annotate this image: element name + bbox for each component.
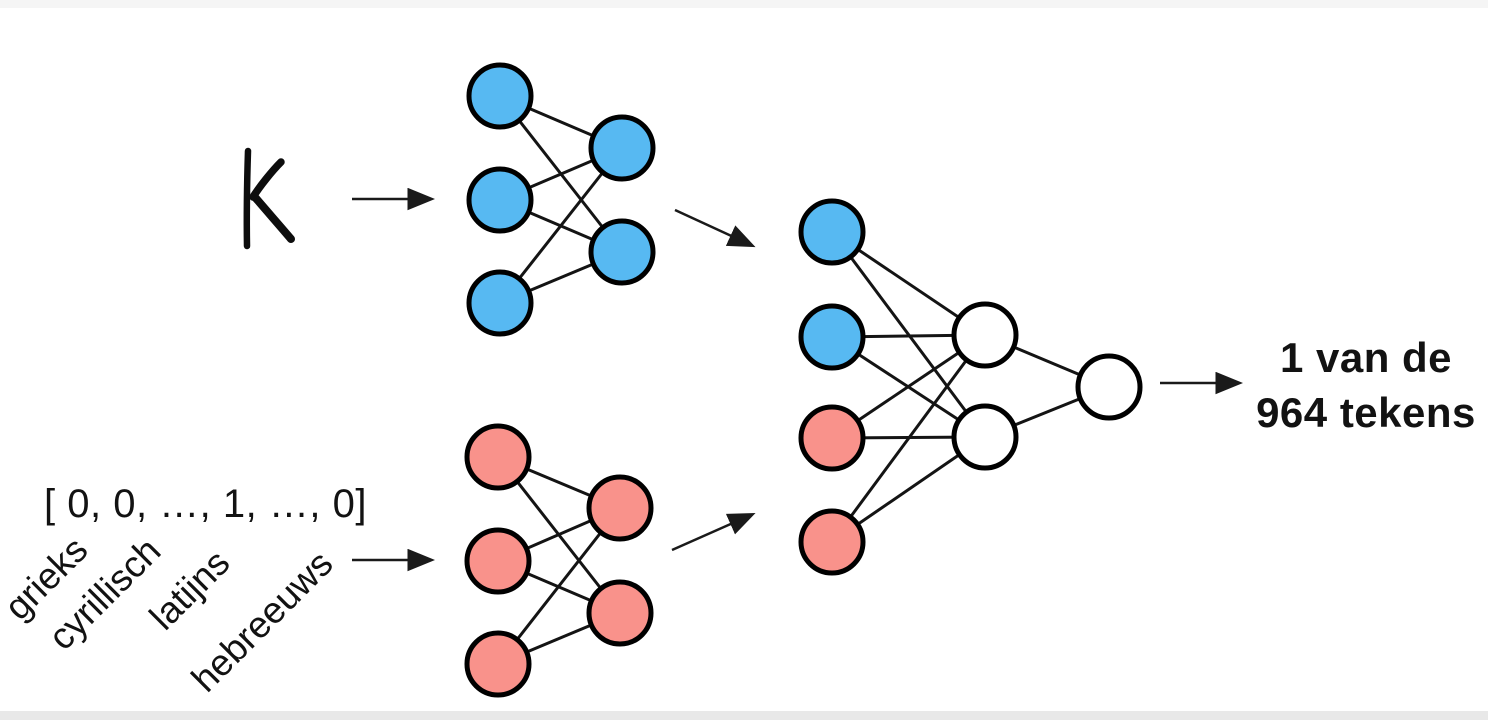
- script-subnetwork: [464, 423, 654, 698]
- handwritten-k-glyph: [243, 147, 295, 250]
- photo-edge-bottom: [0, 711, 1488, 720]
- blue-neuron-node: [466, 269, 534, 337]
- output-label-line1: 1 van de: [1280, 334, 1452, 381]
- blue-neuron-node: [466, 62, 534, 130]
- blue-neuron-node: [466, 166, 534, 234]
- white-neuron-node: [951, 301, 1019, 369]
- arrow-script-net-to-combined: [671, 512, 756, 552]
- white-neuron-node: [1075, 353, 1143, 421]
- red-neuron-node: [586, 474, 654, 542]
- blue-neuron-node: [588, 218, 656, 286]
- red-neuron-node: [798, 404, 866, 472]
- red-neuron-node: [464, 630, 532, 698]
- red-neuron-node: [464, 527, 532, 595]
- blue-neuron-node: [798, 303, 866, 371]
- image-subnetwork: [466, 62, 656, 337]
- network-edges: [496, 94, 1110, 666]
- red-neuron-node: [798, 508, 866, 576]
- blue-neuron-node: [798, 198, 866, 266]
- red-neuron-node: [586, 579, 654, 647]
- arrow-image-net-to-combined: [674, 208, 756, 248]
- blue-neuron-node: [588, 114, 656, 182]
- network-nodes: [464, 62, 1143, 698]
- output-label-line2: 964 tekens: [1256, 389, 1476, 436]
- combined-network-edges: [830, 230, 1110, 544]
- one-hot-vector-text: [ 0, 0, …, 1, …, 0]: [44, 482, 367, 526]
- photo-edge-top: [0, 0, 1488, 8]
- network-edge: [830, 334, 987, 543]
- flow-arrows: [352, 187, 1243, 572]
- red-neuron-node: [464, 423, 532, 491]
- combined-network: [798, 198, 1143, 576]
- white-neuron-node: [951, 403, 1019, 471]
